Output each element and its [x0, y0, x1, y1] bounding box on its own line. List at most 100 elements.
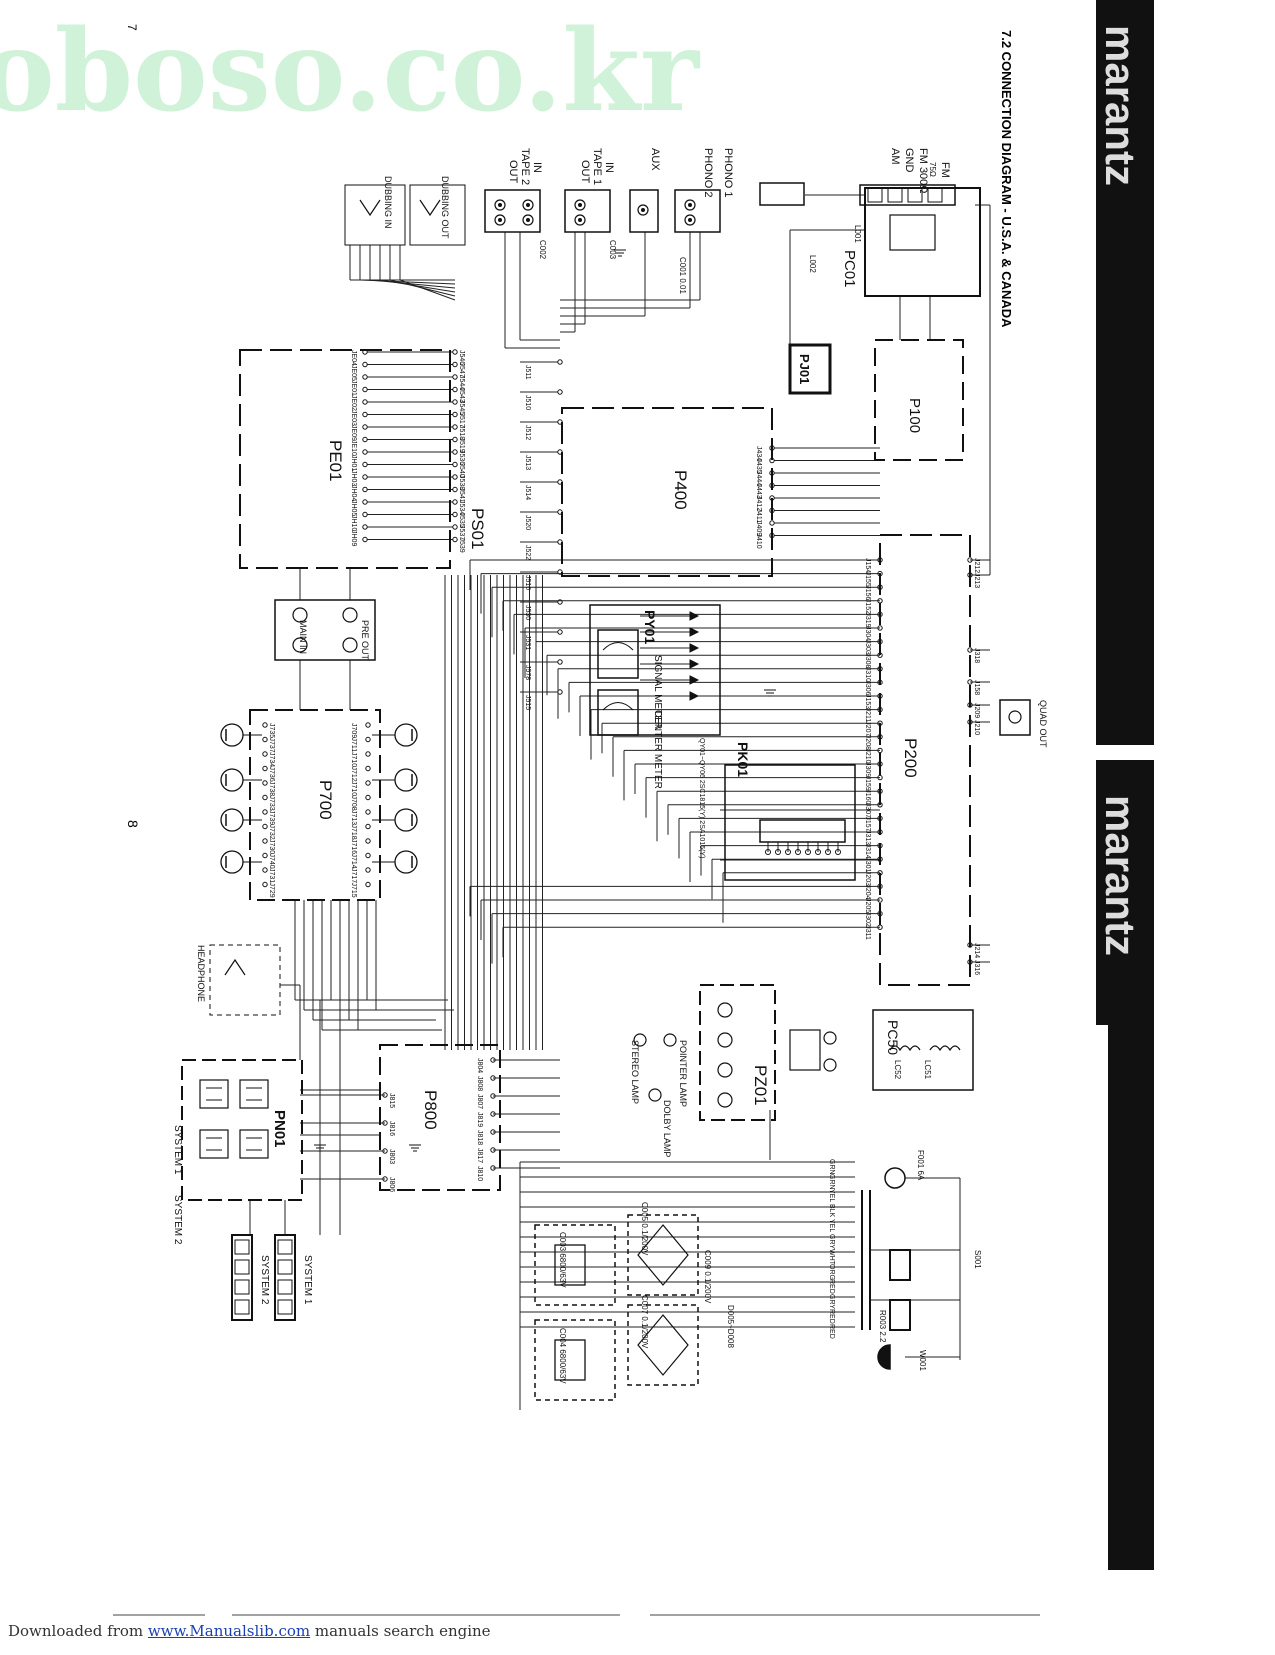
speaker-terminal-cell — [277, 1279, 293, 1295]
wire-color-label: YEL — [828, 1189, 835, 1202]
term-tape2 — [484, 189, 541, 233]
jack-label: J810 — [476, 1166, 483, 1181]
antenna-terminal-cell — [927, 187, 943, 203]
c005-label: C005 0.1/200V — [640, 1202, 649, 1256]
led-icon — [717, 1002, 733, 1018]
term-phono1-label: PHONO 1 — [722, 148, 734, 198]
wire-color-label: RED — [828, 1324, 835, 1339]
l002-label: L002 — [808, 255, 817, 273]
jack-label: J709 — [350, 723, 357, 738]
board-pn01 — [181, 1059, 303, 1201]
footer: Downloaded from www.Manualslib.com manua… — [8, 1622, 491, 1640]
brand-bar-bottom — [1108, 1025, 1154, 1570]
jack-label: J435 — [755, 459, 762, 474]
jack-label: J540 — [458, 463, 465, 478]
jack-label: J513 — [524, 455, 531, 470]
rca-jack-pin — [498, 218, 502, 222]
jack-pin — [262, 780, 268, 786]
jack-label: J716 — [350, 839, 357, 854]
board-py01-label: PY01 — [642, 610, 658, 644]
pointer-lamp-label: POINTER LAMP — [678, 1040, 688, 1107]
pre-out-label: PRE OUT — [360, 620, 370, 661]
jack-label: J730 — [268, 839, 275, 854]
jack-pin — [452, 536, 458, 543]
bridge-1 — [627, 1214, 699, 1296]
ground-icon — [764, 689, 776, 697]
jack-label: J708 — [350, 796, 357, 811]
stereo-lamp-label: STEREO LAMP — [630, 1040, 640, 1104]
jack-label: J409 — [755, 521, 762, 536]
jack-pin — [362, 474, 368, 480]
wire-color-label: ORG — [828, 1264, 835, 1280]
board-pz01 — [699, 984, 776, 1121]
coil-icon — [929, 1045, 961, 1052]
led-icon — [717, 1062, 733, 1078]
jack-label: J518 — [458, 425, 465, 440]
rca-jack-icon — [574, 199, 586, 211]
jack-label: J211 — [864, 708, 871, 723]
jack-label: J819 — [476, 1112, 483, 1127]
diagram-title: 7.2 CONNECTION DIAGRAM - U.S.A. & CANADA — [999, 30, 1014, 328]
jack-label: J807 — [476, 1094, 483, 1109]
jack-label: JE04 — [350, 350, 357, 366]
lc51-label: LC51 — [923, 1060, 932, 1080]
jack-label: J578 — [524, 665, 531, 680]
jack-label: J210 — [973, 720, 980, 735]
jack-label: J313 — [864, 830, 871, 845]
jack-label: JH10 — [350, 515, 357, 531]
board-pe01 — [239, 349, 451, 569]
board-p400 — [561, 407, 773, 577]
wire-color-label: GRY — [828, 1294, 835, 1309]
board-p200 — [879, 534, 971, 986]
power-transistor-icon — [394, 808, 418, 832]
pilot-lamp-icon — [823, 1058, 837, 1072]
power-transistor-icon — [220, 850, 244, 874]
headphone-label: HEADPHONE — [196, 945, 206, 1002]
board-pk01 — [724, 764, 856, 881]
manualslib-link[interactable]: www.Manualslib.com — [147, 1622, 311, 1640]
jack-label: J311 — [864, 925, 871, 940]
jack-label: JH05 — [350, 500, 357, 516]
watermark: oboso.co.kr — [0, 6, 701, 137]
jack-pin — [362, 486, 368, 493]
fuse — [884, 1167, 906, 1189]
lamp-icon — [633, 1033, 647, 1047]
switch-contact — [785, 849, 791, 855]
pilot-lamp-icon — [823, 1031, 837, 1045]
term-am-label: AM — [889, 148, 901, 165]
footer-suffix: manuals search engine — [310, 1622, 491, 1640]
speaker-terminal-cell — [234, 1239, 250, 1255]
ac-outlet-1 — [889, 1249, 911, 1281]
jack-label: JH03 — [350, 470, 357, 486]
term-tape1-out-label: OUT — [579, 160, 591, 184]
board-pc50 — [872, 1009, 974, 1091]
jack-label: JE09 — [350, 425, 357, 441]
jack-label: J520 — [524, 515, 531, 530]
jack-pin — [362, 361, 368, 368]
rca-jack-pin — [688, 218, 692, 222]
jack-label: J301 — [864, 857, 871, 872]
system2-label: SYSTEM 2 — [172, 1195, 183, 1245]
lamp-socket — [789, 1029, 821, 1071]
jack-label: J710 — [350, 752, 357, 767]
jack-label: J306 — [864, 680, 871, 695]
jack-label: J733 — [268, 796, 275, 811]
jack-pin — [362, 374, 368, 380]
c001-label: C001 0.01 — [678, 257, 687, 294]
jack-pin — [365, 780, 371, 786]
jack-pin — [365, 852, 371, 859]
jack-pin — [362, 411, 368, 418]
jack-pin — [452, 374, 458, 380]
diode-icon — [689, 627, 700, 637]
side-brand-top: marantz — [1097, 25, 1144, 186]
jack-label: J443 — [755, 484, 762, 499]
jack-label: JH09 — [350, 530, 357, 546]
bridge-diode-1 — [637, 1224, 689, 1286]
term-phono2-label: PHONO 2 — [702, 148, 714, 198]
rca-jack-icon — [522, 199, 534, 211]
filter-capacitor-icon — [554, 1339, 586, 1381]
wire-color-label: RED — [828, 1279, 835, 1294]
c007-label: C007 0.1/200V — [640, 1295, 649, 1349]
jack-pin — [557, 659, 563, 665]
jack-pin — [262, 852, 268, 859]
